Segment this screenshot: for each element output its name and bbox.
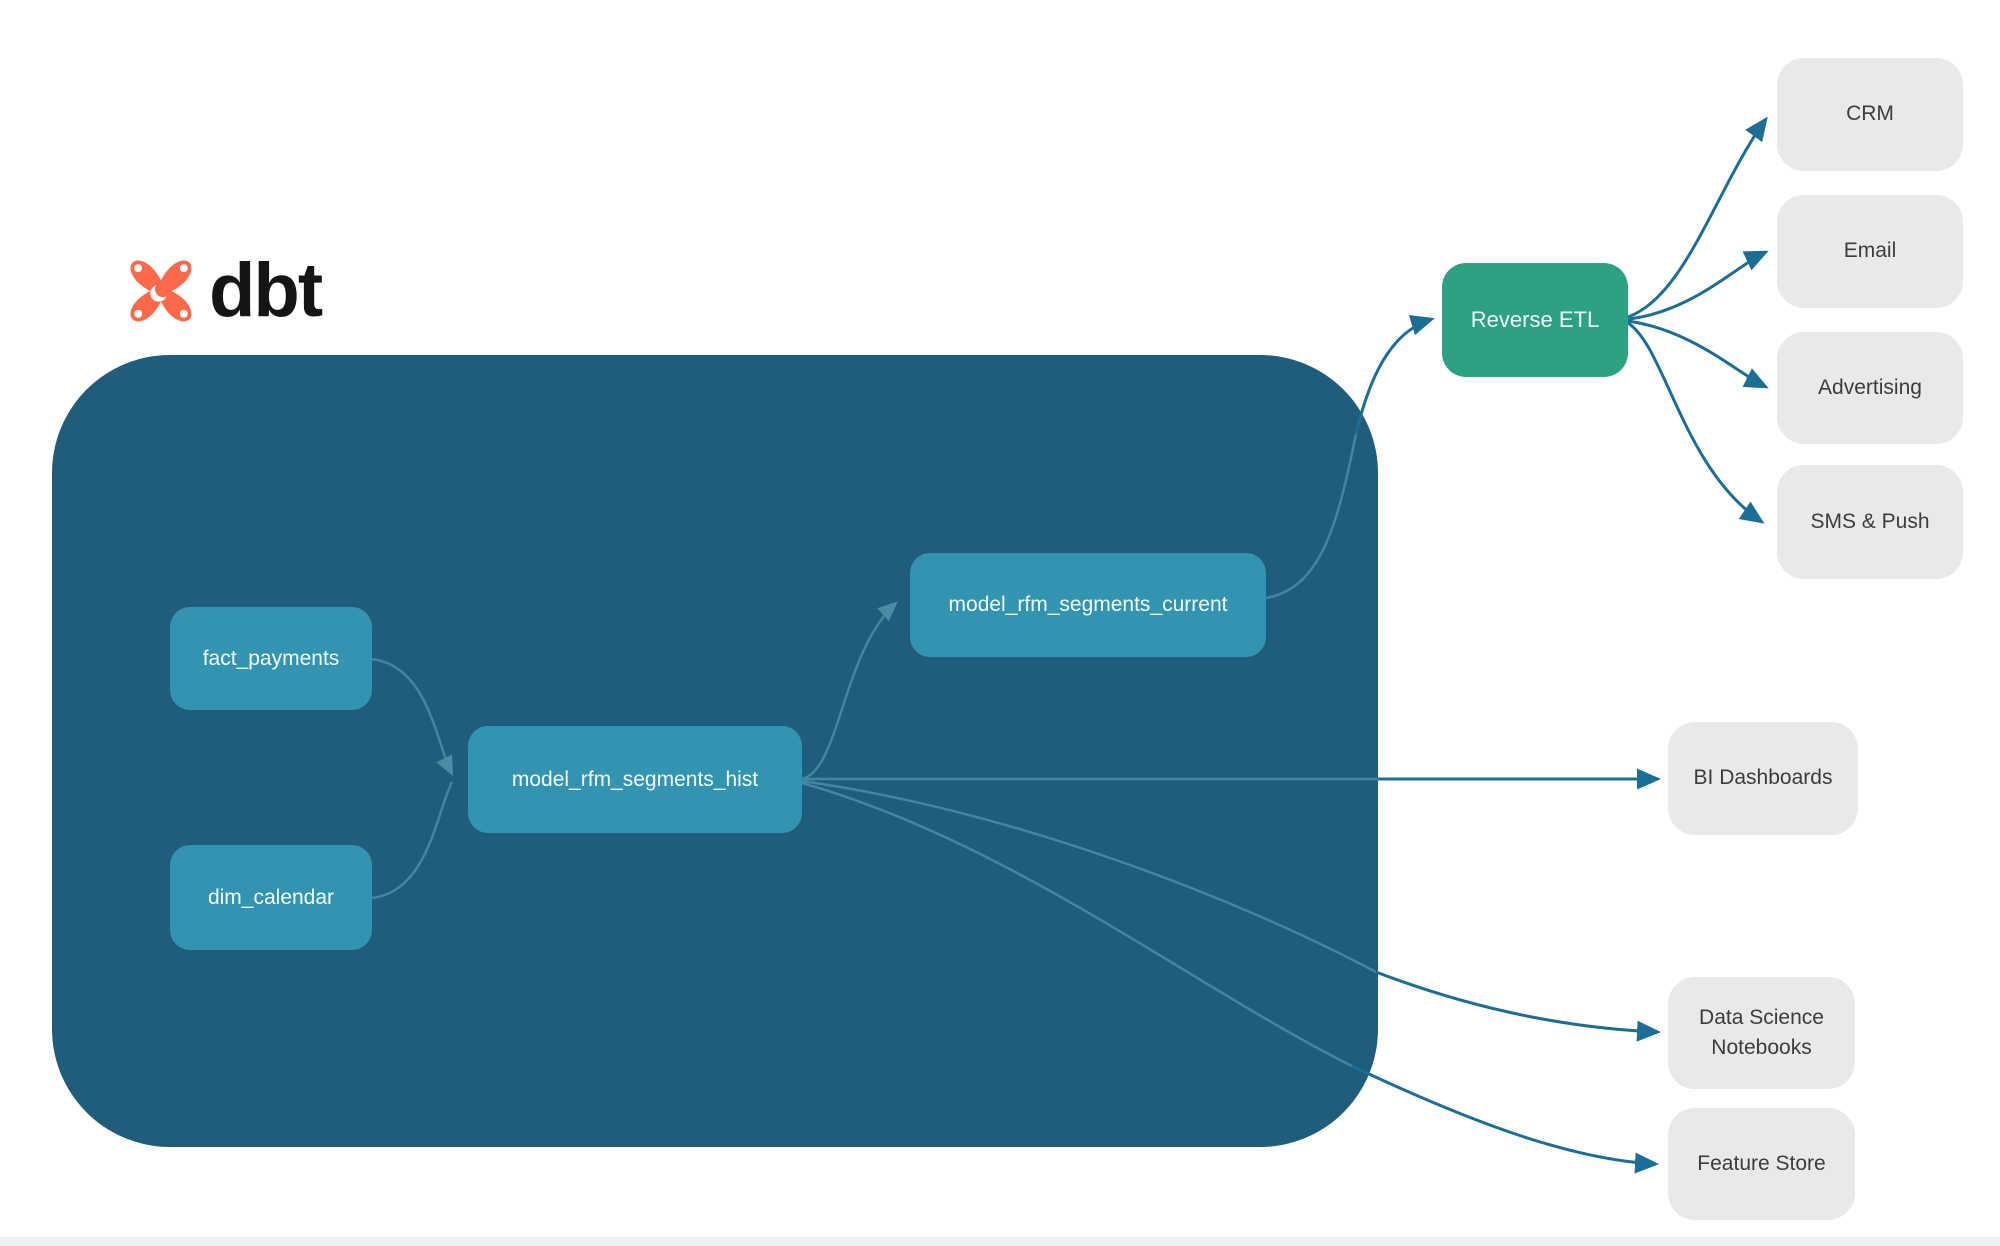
node-label: dim_calendar xyxy=(207,885,335,909)
node-fact-payments: fact_payments xyxy=(170,607,372,710)
node-label: Email xyxy=(1843,239,1897,263)
node-feature-store: Feature Store xyxy=(1668,1108,1855,1220)
node-label: fact_payments xyxy=(202,646,340,670)
edge-hist-to-feature-store-outside xyxy=(1351,1064,1659,1174)
edge-current-to-reverse-etl-outside xyxy=(1354,315,1435,435)
node-data-science-notebooks: Data Science Notebooks xyxy=(1668,977,1855,1089)
node-email: Email xyxy=(1777,195,1963,308)
node-label: SMS & Push xyxy=(1810,509,1930,533)
node-reverse-etl: Reverse ETL xyxy=(1442,263,1628,377)
dbt-logo-icon xyxy=(130,260,192,322)
edge-reverse-etl-to-sms-push xyxy=(1627,321,1765,524)
node-advertising: Advertising xyxy=(1777,332,1963,444)
node-label: CRM xyxy=(1846,102,1894,126)
node-sms-push: SMS & Push xyxy=(1777,465,1963,579)
node-dim-calendar: dim_calendar xyxy=(170,845,372,950)
node-label: Data Science Notebooks xyxy=(1699,1005,1824,1059)
node-label: Reverse ETL xyxy=(1470,307,1600,332)
node-label: model_rfm_segments_hist xyxy=(511,767,759,791)
node-label: Feature Store xyxy=(1697,1151,1826,1175)
node-label: BI Dashboards xyxy=(1693,766,1833,790)
dbt-logo-text: dbt xyxy=(209,248,323,333)
edge-reverse-etl-to-advertising xyxy=(1627,319,1769,389)
node-label: model_rfm_segments_current xyxy=(948,593,1228,616)
node-model-rfm-segments-current: model_rfm_segments_current xyxy=(910,553,1266,657)
edge-hist-to-notebooks-outside xyxy=(1375,970,1661,1042)
edge-reverse-etl-to-email xyxy=(1627,250,1769,321)
node-bi-dashboards: BI Dashboards xyxy=(1668,722,1858,835)
node-label: Advertising xyxy=(1818,375,1922,399)
edge-reverse-etl-to-crm xyxy=(1627,116,1768,319)
node-model-rfm-segments-hist: model_rfm_segments_hist xyxy=(468,726,802,833)
bottom-edge-strip xyxy=(0,1237,2000,1246)
node-crm: CRM xyxy=(1777,58,1963,171)
dbt-logo: dbt xyxy=(123,248,323,333)
